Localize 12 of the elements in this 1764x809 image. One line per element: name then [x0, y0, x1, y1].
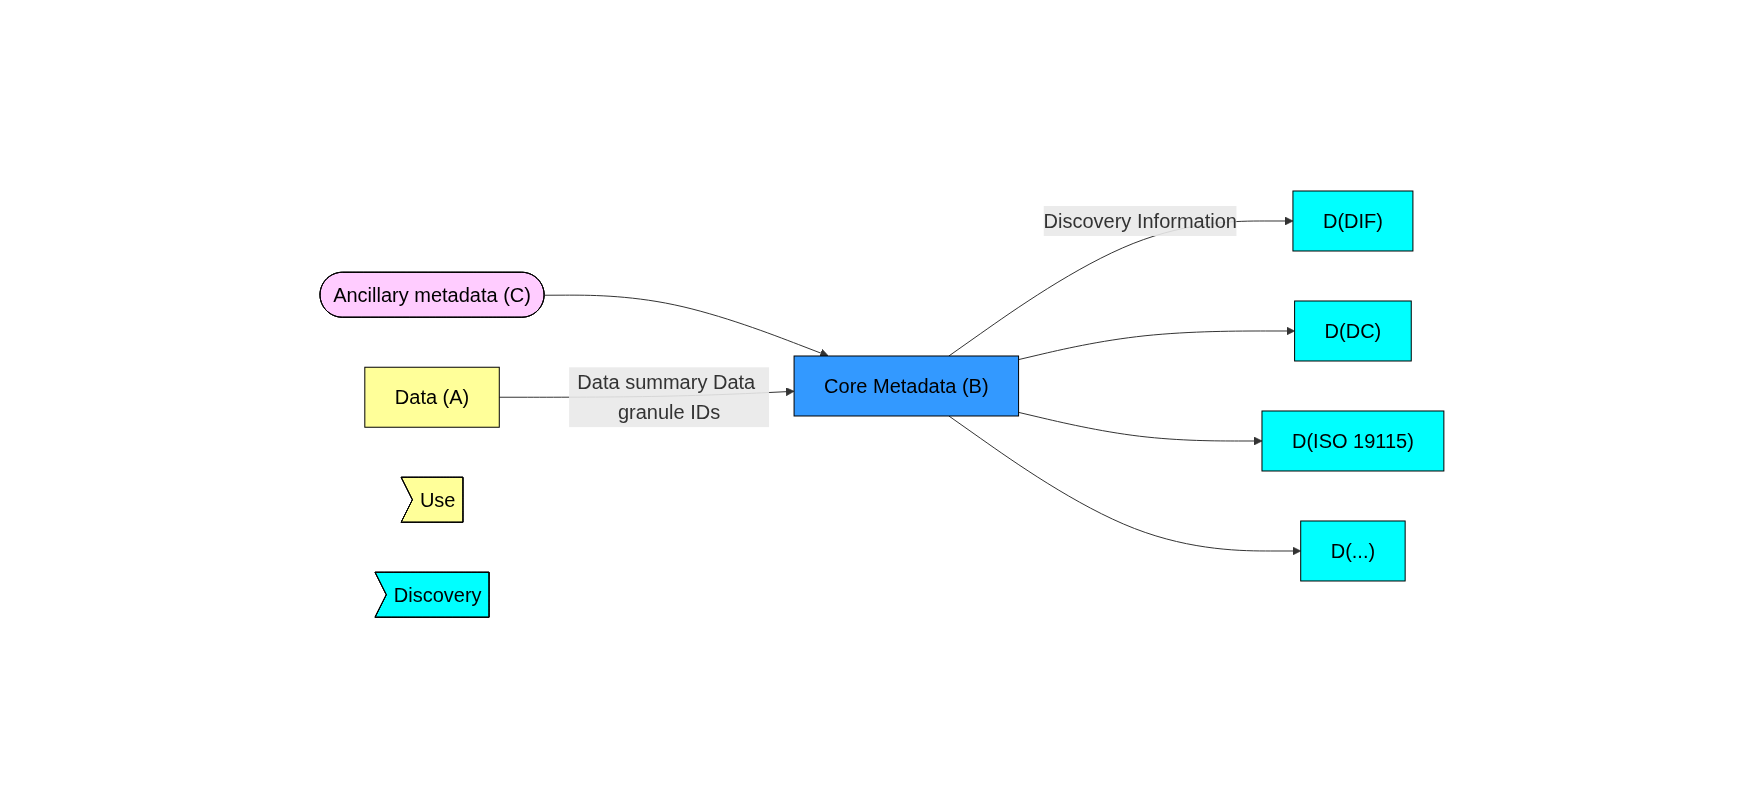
arrow — [1018, 326, 1296, 361]
node-box: D(ISO 19115) — [1261, 410, 1445, 472]
node-box: D(DC) — [1294, 300, 1412, 362]
node-box: D(...) — [1300, 520, 1406, 582]
arrow — [1018, 412, 1263, 446]
node-box: Data (A) — [364, 367, 500, 429]
node-box: D(DIF) — [1292, 190, 1414, 252]
arrow — [544, 295, 829, 358]
node-box: Core Metadata (B) — [793, 355, 1020, 417]
edge-label: Data summary Data granule IDs — [577, 371, 756, 424]
arrow — [948, 415, 1302, 556]
edge-label: Discovery Information — [1043, 210, 1238, 233]
